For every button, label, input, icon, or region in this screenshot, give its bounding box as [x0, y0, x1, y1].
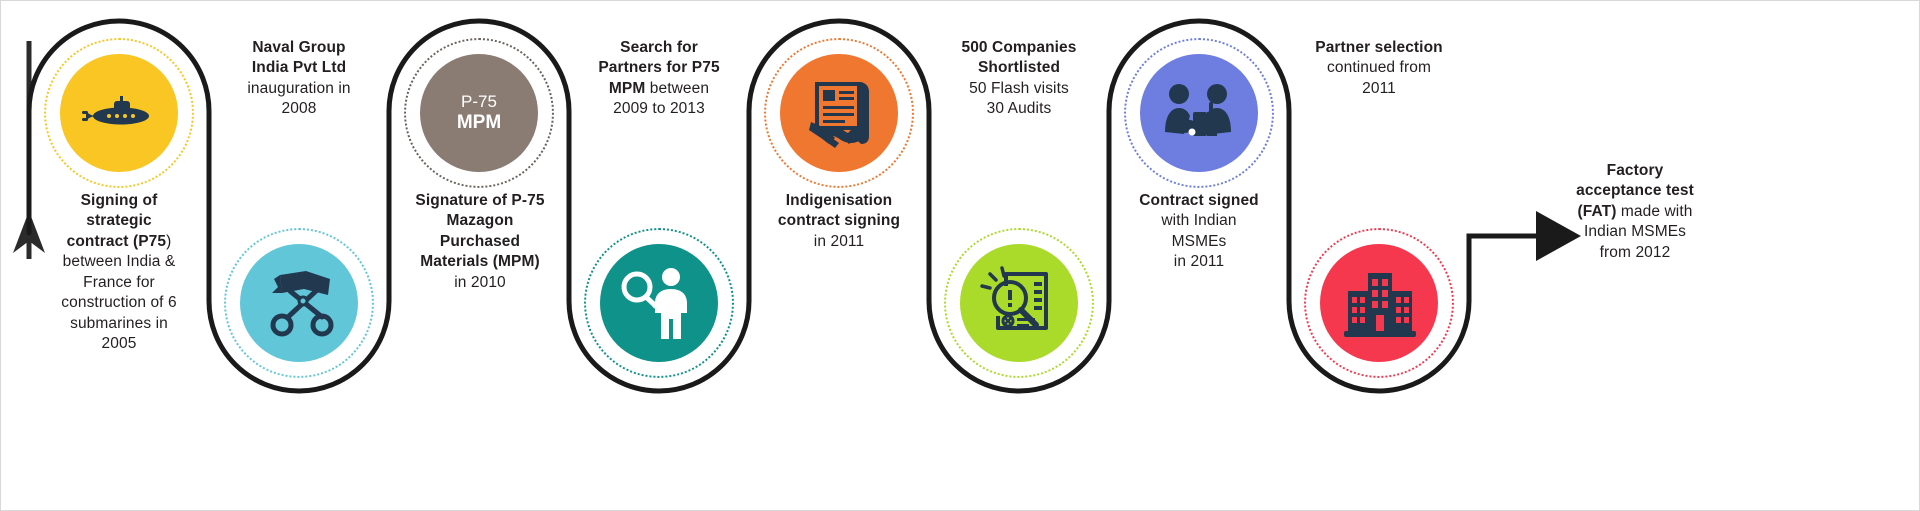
caption-line: between India & [62, 253, 176, 271]
caption-line: India Pvt Ltd [251, 59, 347, 77]
audit-badge[interactable] [944, 228, 1094, 378]
mpm-label: MPM [456, 111, 502, 133]
caption-line: Indian MSMEs [1584, 223, 1686, 241]
dotted-ring [584, 228, 734, 378]
ribbon-cutting-scissors-icon [270, 271, 334, 337]
caption-line: Partner selection [1315, 39, 1443, 56]
caption-line: contract signing [777, 212, 901, 230]
caption-line: MPM [608, 79, 646, 97]
p75-mpm-badge[interactable]: P-75 MPM [404, 38, 554, 188]
ribbon-cutting-badge[interactable] [224, 228, 374, 378]
dotted-ring [1124, 38, 1274, 188]
step-4-caption: Search for Partners for P75 MPM between … [567, 38, 751, 120]
caption-line: 2011 [1362, 79, 1396, 97]
caption-line: submarines in [70, 314, 168, 332]
step-7-badge-wrap [1109, 23, 1289, 203]
caption-line: 50 Flash visits [969, 79, 1069, 97]
caption-line: made with [1616, 202, 1693, 220]
caption-line: Search for [620, 39, 698, 56]
step-7-caption: Contract signed with Indian MSMEs in 201… [1105, 191, 1293, 273]
badge-disc [1320, 244, 1438, 362]
caption-line: MSMEs [1171, 232, 1227, 250]
caption-line: in 2011 [1173, 253, 1225, 271]
caption-line: Mazagon [446, 212, 514, 230]
step-6-caption: 500 Companies Shortlisted 50 Flash visit… [927, 38, 1111, 120]
factory-buildings-icon [1344, 273, 1416, 337]
submarine-icon [82, 96, 149, 125]
dotted-ring [764, 38, 914, 188]
badge-disc [780, 54, 898, 172]
caption-line: 2009 to 2013 [613, 100, 705, 118]
dotted-ring [224, 228, 374, 378]
caption-line: Signing of [80, 192, 158, 209]
caption-line: acceptance test [1576, 182, 1694, 200]
caption-line: contract (P75 [66, 232, 167, 250]
caption-line: with Indian [1161, 212, 1237, 230]
factory-badge[interactable] [1304, 228, 1454, 378]
step-9-caption: Factory acceptance test (FAT) made with … [1549, 161, 1721, 263]
step-6-badge-wrap [929, 213, 1109, 393]
search-partner-person-icon [621, 268, 687, 339]
badge-disc [60, 54, 178, 172]
caption-line: Purchased [439, 232, 521, 250]
caption-line: strategic [86, 212, 152, 230]
step-1-caption: Signing of strategic contract (P75) betw… [37, 191, 201, 355]
caption-line: 30 Audits [986, 100, 1052, 118]
caption-line: construction of 6 [61, 294, 177, 312]
caption-line: between [645, 79, 710, 97]
caption-line: Indigenisation [785, 192, 893, 209]
step-3-caption: Signature of P-75 Mazagon Purchased Mate… [387, 191, 573, 293]
caption-line: from 2012 [1599, 243, 1671, 261]
caption-line: ) [166, 232, 172, 250]
step-2-badge-wrap [209, 213, 389, 393]
step-2-caption: Naval Group India Pvt Ltd inauguration i… [217, 38, 381, 120]
badge-disc: P-75 MPM [420, 54, 538, 172]
caption-line: in 2011 [813, 232, 865, 250]
step-5-badge-wrap [749, 23, 929, 203]
step-8-badge-wrap [1289, 213, 1469, 393]
caption-line: 2005 [101, 335, 137, 353]
step-8-caption: Partner selection continued from 2011 [1287, 38, 1471, 99]
caption-line: France for [83, 273, 155, 291]
badge-disc [1140, 54, 1258, 172]
step-1-badge-wrap [29, 23, 209, 203]
step-4-badge-wrap [569, 213, 749, 393]
badge-disc [600, 244, 718, 362]
two-people-meeting-icon [1165, 84, 1231, 136]
step-3-badge-wrap: P-75 MPM [389, 23, 569, 203]
msme-contract-badge[interactable] [1124, 38, 1274, 188]
caption-line: in 2010 [454, 273, 506, 291]
caption-line: Partners for P75 [598, 59, 720, 77]
step-5-caption: Indigenisation contract signing in 2011 [743, 191, 935, 252]
contract-handshake-icon [809, 82, 869, 148]
p75-mpm-text: P-75 MPM [457, 92, 501, 134]
caption-line: Naval Group [252, 39, 346, 56]
partner-search-badge[interactable] [584, 228, 734, 378]
p75-label: P-75 [461, 91, 497, 111]
caption-line: Shortlisted [977, 59, 1061, 77]
dotted-ring [944, 228, 1094, 378]
caption-line: (FAT) [1577, 202, 1617, 220]
caption-line: Factory [1606, 162, 1664, 179]
caption-line: Materials (MPM) [420, 253, 540, 271]
caption-line: Signature of P-75 [415, 192, 545, 209]
caption-line: 500 Companies [961, 39, 1077, 56]
dotted-ring [44, 38, 194, 188]
badge-disc [240, 244, 358, 362]
dotted-ring [404, 38, 554, 188]
caption-line: inauguration in [247, 79, 351, 97]
audit-magnifier-checklist-icon [980, 266, 1048, 330]
submarine-badge[interactable] [44, 38, 194, 188]
caption-line: 2008 [281, 100, 317, 118]
dotted-ring [1304, 228, 1454, 378]
caption-line: Contract signed [1139, 192, 1259, 209]
indigenisation-contract-badge[interactable] [764, 38, 914, 188]
badge-disc [960, 244, 1078, 362]
caption-line: continued from [1327, 59, 1431, 77]
